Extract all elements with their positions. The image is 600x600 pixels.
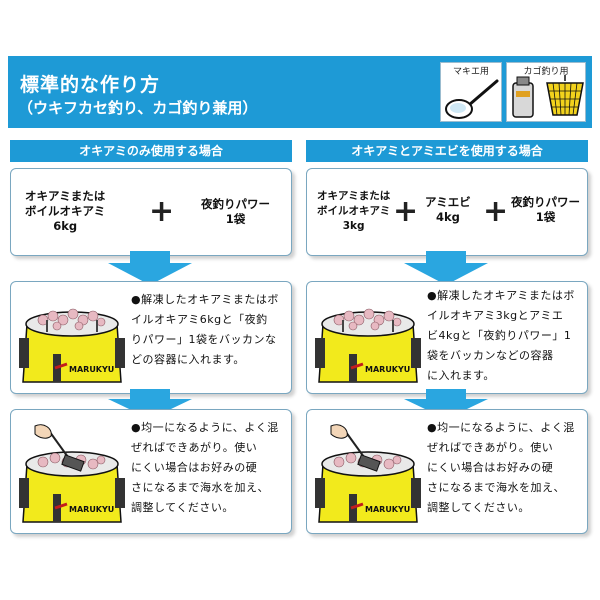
- down-arrow-icon: [108, 251, 192, 285]
- down-arrow-icon: [404, 251, 488, 285]
- left-ingredients-box: オキアミまたは ボイルオキアミ 6kg + 夜釣りパワー 1袋: [10, 168, 292, 256]
- mixing-bucket-icon: MARUKYU: [19, 424, 125, 523]
- step1-instructions: ●解凍したオキアミまたはボ イルオキアミ6kgと「夜釣 りパワー」1袋をバッカン…: [131, 293, 279, 366]
- basket-label: カゴ釣り用: [523, 67, 569, 77]
- right-ingredients-box: オキアミまたは ボイルオキアミ 3kg + アミエビ 4kg + 夜釣りパワー …: [306, 168, 588, 256]
- plus-sign: +: [393, 194, 419, 229]
- basket-icon-box: カゴ釣り用: [506, 62, 586, 122]
- bucket-brand-text: MARUKYU: [365, 365, 410, 374]
- ladle-icon-box: マキエ用: [440, 62, 502, 122]
- left-column-heading: オキアミのみ使用する場合: [10, 140, 292, 162]
- ladle-label: マキエ用: [452, 67, 489, 77]
- ingredient-krill: オキアミまたは ボイルオキアミ 3kg: [317, 190, 391, 232]
- ingredient-amiebi: アミエビ 4kg: [425, 195, 471, 224]
- left-step2-box: MARUKYU ●均一になるように、よく混 ぜればできあがり。使い にくい場合は…: [10, 409, 292, 534]
- bakkan-bucket-icon: MARUKYU: [315, 308, 421, 383]
- step1-instructions: ●解凍したオキアミまたはボ イルオキアミ3kgとアミエ ビ4kgと「夜釣りパワー…: [427, 289, 575, 382]
- bakkan-bucket-icon: MARUKYU: [19, 308, 125, 383]
- left-step1-box: MARUKYU ●解凍したオキアミまたはボ イルオキアミ6kgと「夜釣 りパワー…: [10, 281, 292, 394]
- step2-instructions: ●均一になるように、よく混 ぜればできあがり。使い にくい場合はお好みの硬 さに…: [427, 421, 575, 514]
- page-title: 標準的な作り方: [20, 74, 161, 96]
- step2-instructions: ●均一になるように、よく混 ぜればできあがり。使い にくい場合はお好みの硬 さに…: [131, 421, 279, 514]
- page-subtitle: （ウキフカセ釣り、カゴ釣り兼用）: [18, 99, 258, 117]
- down-arrow-icon: [404, 389, 488, 419]
- ladle-icon: [445, 79, 499, 119]
- ingredient-yoduri-power: 夜釣りパワー 1袋: [511, 195, 580, 224]
- mixing-bucket-icon: MARUKYU: [315, 424, 421, 523]
- feeder-basket-icon: [512, 75, 584, 118]
- header-banner: 標準的な作り方 （ウキフカセ釣り、カゴ釣り兼用） マキエ用 カゴ釣り用: [8, 56, 592, 128]
- right-column-heading: オキアミとアミエビを使用する場合: [306, 140, 588, 162]
- right-step2-box: MARUKYU ●均一になるように、よく混 ぜればできあがり。使い にくい場合は…: [306, 409, 588, 534]
- down-arrow-icon: [108, 389, 192, 419]
- ingredient-krill: オキアミまたは ボイルオキアミ 6kg: [25, 189, 106, 233]
- plus-sign: +: [483, 194, 509, 229]
- plus-sign: +: [149, 194, 175, 229]
- bucket-brand-text: MARUKYU: [69, 365, 114, 374]
- right-step1-box: MARUKYU ●解凍したオキアミまたはボ イルオキアミ3kgとアミエ ビ4kg…: [306, 281, 588, 394]
- ingredient-yoduri-power: 夜釣りパワー 1袋: [201, 197, 270, 226]
- bucket-brand-text: MARUKYU: [69, 505, 114, 514]
- bucket-brand-text: MARUKYU: [365, 505, 410, 514]
